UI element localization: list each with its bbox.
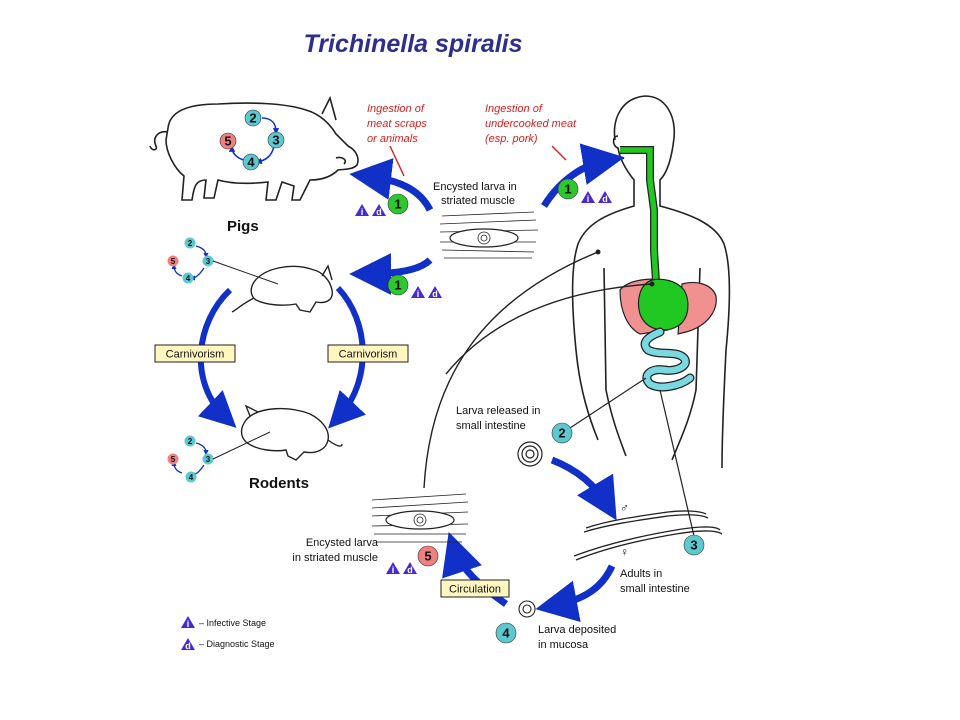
pig-stage-5: 5: [224, 134, 231, 149]
svg-text:d: d: [432, 289, 438, 299]
rodent-lower-cycle: 2 3 4 5: [167, 431, 271, 483]
rat-icon: [231, 264, 333, 313]
svg-text:d: d: [376, 207, 382, 217]
arrow-2-to-3: [550, 456, 617, 521]
svg-text:5: 5: [171, 455, 176, 464]
arrow-to-rodent: [349, 252, 433, 295]
stage-3-badge: [683, 534, 705, 556]
coiled-larva-icon: [518, 600, 536, 618]
note-left-line-2: meat scraps: [367, 118, 427, 130]
rodent-upper-cycle: 2 3 4 5: [167, 237, 279, 285]
encysted-bottom-line-2: in striated muscle: [292, 552, 378, 564]
adult-worm-icon: [573, 510, 723, 561]
red-notes: Ingestion of meat scraps or animals Inge…: [367, 103, 577, 177]
diagram-title: Trichinella spiralis: [303, 30, 522, 58]
legend-diagnostic: – Diagnostic Stage: [199, 639, 275, 649]
stage-3-number: 3: [690, 538, 697, 553]
svg-text:2: 2: [188, 239, 193, 248]
stage-1-pig-badge: i d 1: [355, 193, 409, 217]
adults-line-1: Adults in: [620, 568, 662, 580]
arrow-to-pig: [349, 158, 434, 212]
female-symbol: ♀: [620, 545, 629, 559]
stage-1-human-badge: 1 i d: [557, 178, 612, 204]
svg-text:i: i: [417, 289, 420, 299]
svg-text:1: 1: [564, 182, 571, 197]
pigs-label: Pigs: [227, 218, 259, 235]
svg-text:i: i: [361, 207, 364, 217]
note-right-line-1: Ingestion of: [485, 103, 543, 115]
pig-stage-2: 2: [249, 111, 256, 126]
larva-deposited-line-1: Larva deposited: [538, 624, 616, 636]
arrow-3-to-4: [535, 564, 616, 622]
digestive-tract: [619, 146, 717, 392]
encysted-top-line-1: Encysted larva in: [433, 181, 517, 193]
svg-text:4: 4: [189, 473, 194, 482]
coiled-larva-icon: [517, 441, 543, 467]
svg-text:5: 5: [424, 549, 431, 564]
stage-2-number: 2: [558, 426, 565, 441]
svg-text:d: d: [407, 565, 413, 575]
svg-text:1: 1: [394, 278, 401, 293]
svg-text:i: i: [587, 194, 590, 204]
circulation-label: Circulation: [449, 584, 501, 596]
adults-line-2: small intestine: [620, 583, 690, 595]
svg-text:d: d: [602, 194, 608, 204]
legend: i – Infective Stage d – Diagnostic Stage: [181, 616, 275, 651]
stage-4-number: 4: [502, 626, 510, 641]
carnivorism-label-left: Carnivorism: [166, 349, 225, 361]
larva-released-line-1: Larva released in: [456, 405, 540, 417]
note-left-line-1: Ingestion of: [367, 103, 425, 115]
pig-stage-4: 4: [247, 155, 255, 170]
stage-5-badge: i d 5: [386, 545, 439, 575]
encysted-larva-icon: [371, 493, 469, 543]
circulation-box: [440, 579, 510, 598]
connector-curve-outer: [423, 251, 599, 489]
svg-text:2: 2: [188, 437, 193, 446]
carnivorism-label-right: Carnivorism: [339, 349, 398, 361]
larva-deposited-line-2: in mucosa: [538, 639, 589, 651]
svg-text:5: 5: [171, 257, 176, 266]
stage-2-badge: [551, 422, 573, 444]
larva-released-line-2: small intestine: [456, 420, 526, 432]
svg-text:4: 4: [186, 274, 191, 283]
svg-text:3: 3: [206, 455, 211, 464]
encysted-larva-icon: [439, 211, 539, 259]
carnivorism-box-right: [327, 344, 409, 363]
male-symbol: ♂: [620, 501, 629, 515]
note-right-line-3: (esp. pork): [485, 133, 538, 145]
stage-1-rodent-badge: 1 i d: [387, 274, 442, 299]
diagnostic-stage-icon: [181, 638, 195, 650]
arrow-to-human: [541, 143, 625, 208]
rat-icon: [240, 404, 343, 461]
svg-text:i: i: [187, 619, 190, 629]
svg-text:3: 3: [206, 257, 211, 266]
pig-outline: [149, 95, 359, 201]
svg-text:i: i: [392, 565, 395, 575]
stage-4-badge: [495, 622, 517, 644]
encysted-top-line-2: striated muscle: [441, 195, 515, 207]
legend-infective: – Infective Stage: [199, 618, 266, 628]
carnivorism-box-left: [154, 344, 236, 363]
infective-stage-icon: [181, 616, 195, 628]
svg-text:1: 1: [394, 197, 401, 212]
svg-text:d: d: [185, 641, 191, 651]
pig-stage-3: 3: [272, 133, 279, 148]
pig-internal-cycle: 2 3 4 5: [219, 109, 285, 171]
connector-curve-inner: [445, 283, 653, 375]
note-right-line-2: undercooked meat: [485, 118, 577, 130]
encysted-bottom-line-1: Encysted larva: [306, 537, 379, 549]
note-left-line-3: or animals: [367, 133, 418, 145]
rodents-label: Rodents: [249, 475, 309, 492]
